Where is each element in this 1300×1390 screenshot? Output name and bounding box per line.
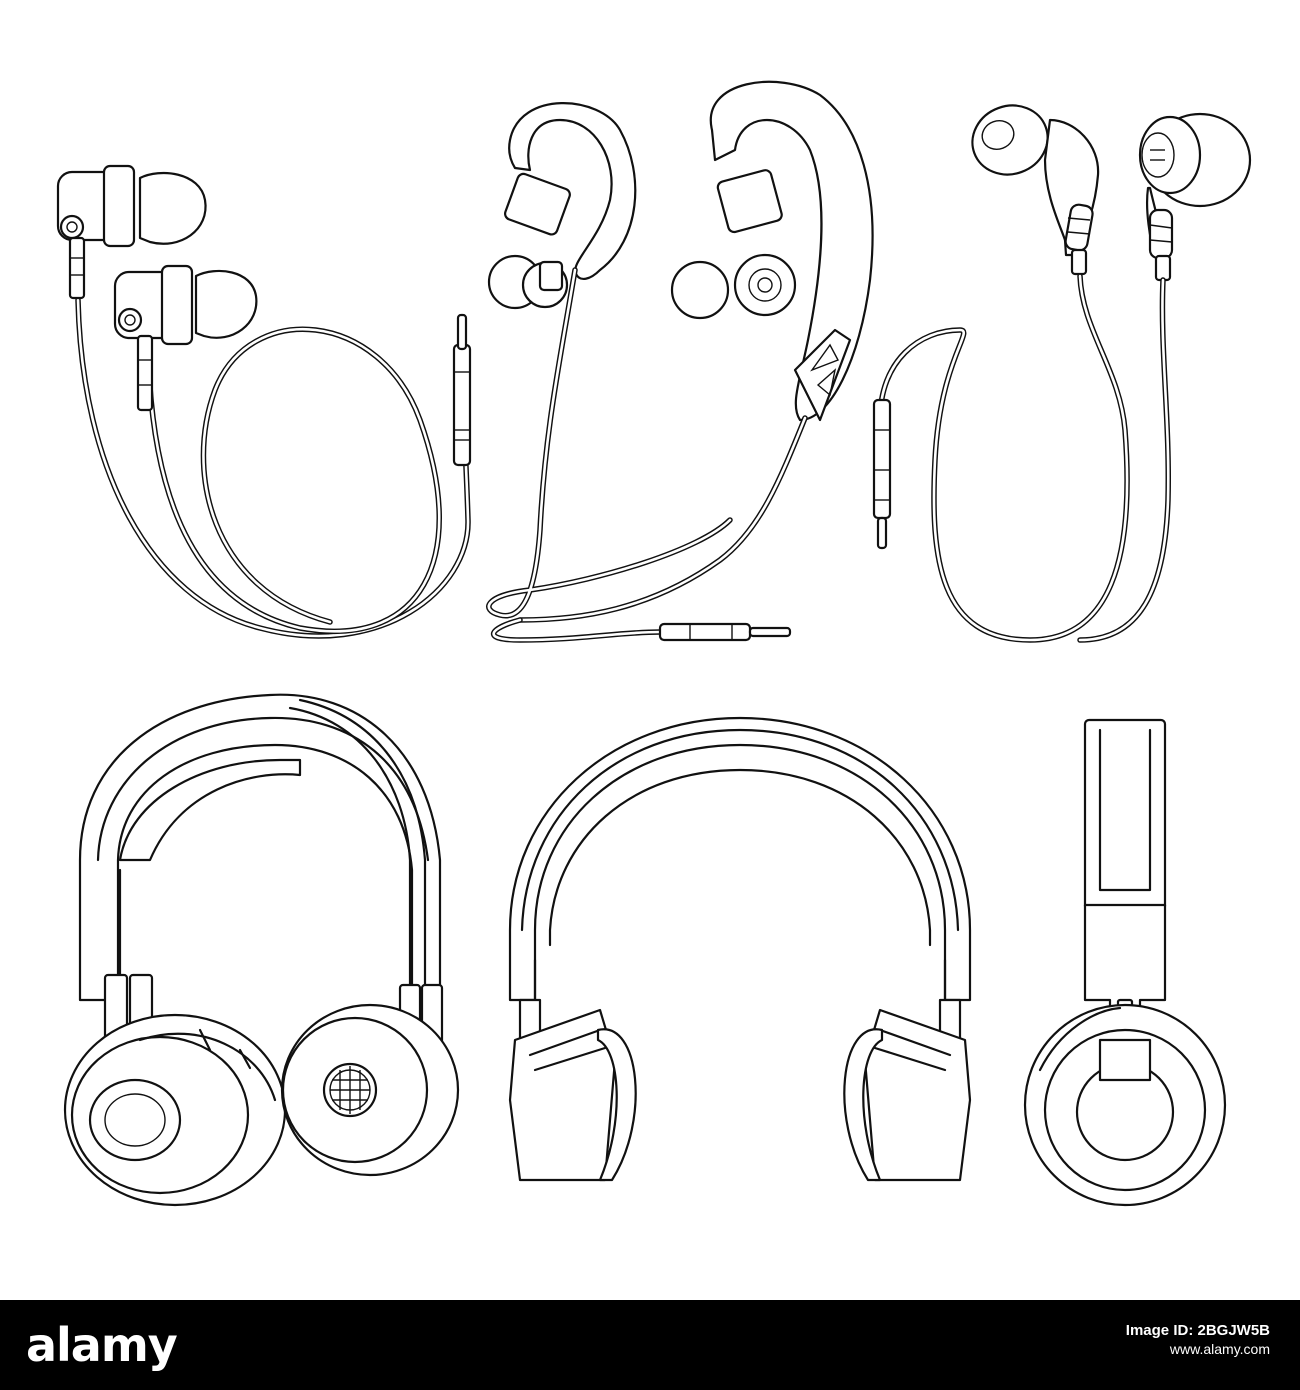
headphones-illustration <box>56 80 1252 1207</box>
image-id-label: Image ID: 2BGJW5B <box>1125 1322 1270 1339</box>
sport-earhook-earphones <box>486 80 874 643</box>
footer-bar: alamy a Image ID: 2BGJW5B www.alamy.com <box>0 1300 1300 1390</box>
website-link[interactable]: www.alamy.com <box>1169 1341 1270 1357</box>
in-ear-earphones-coiled-cable <box>872 104 1252 643</box>
on-ear-headphones-angled <box>63 693 460 1207</box>
on-ear-headphones-side <box>1023 718 1227 1207</box>
alamy-logo[interactable]: alamy <box>26 1318 178 1372</box>
over-ear-headphones-front <box>508 716 972 1182</box>
in-ear-earbuds-with-jack <box>56 164 472 639</box>
image-info: Image ID: 2BGJW5B www.alamy.com <box>1126 1322 1270 1358</box>
